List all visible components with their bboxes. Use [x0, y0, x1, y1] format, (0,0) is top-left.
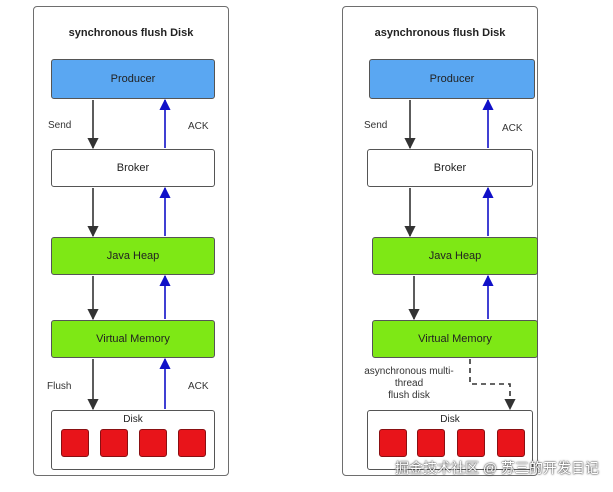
disk-block: [379, 429, 407, 457]
send-label: Send: [48, 120, 72, 131]
java-heap-box: Java Heap: [372, 237, 538, 275]
watermark: 掘金技术社区 @ 苏三的开发日记: [395, 460, 599, 476]
producer-box: Producer: [369, 59, 535, 99]
disk-block: [497, 429, 525, 457]
ack-label: ACK: [188, 121, 209, 132]
async-flush-note: asynchronous multi- thread flush disk: [364, 366, 454, 401]
flush-label: Flush: [47, 381, 72, 392]
disk-label: Disk: [440, 414, 460, 425]
producer-box: Producer: [51, 59, 215, 99]
disk-box: Disk: [367, 410, 533, 470]
send-label: Send: [364, 120, 388, 131]
panel-title: asynchronous flush Disk: [374, 27, 506, 39]
disk-block: [100, 429, 128, 457]
disk-block: [457, 429, 485, 457]
async-flush-arrow: [469, 359, 516, 411]
disk-block: [61, 429, 89, 457]
disk-box: Disk: [51, 410, 215, 470]
virtual-memory-box: Virtual Memory: [51, 320, 215, 358]
panel-title: synchronous flush Disk: [68, 27, 194, 39]
ack-label: ACK: [502, 123, 523, 134]
broker-box: Broker: [51, 149, 215, 187]
disk-block: [417, 429, 445, 457]
virtual-memory-box: Virtual Memory: [372, 320, 538, 358]
ack-label: ACK: [188, 381, 209, 392]
java-heap-box: Java Heap: [51, 237, 215, 275]
disk-label: Disk: [123, 414, 143, 425]
disk-block: [139, 429, 167, 457]
broker-box: Broker: [367, 149, 533, 187]
disk-block: [178, 429, 206, 457]
